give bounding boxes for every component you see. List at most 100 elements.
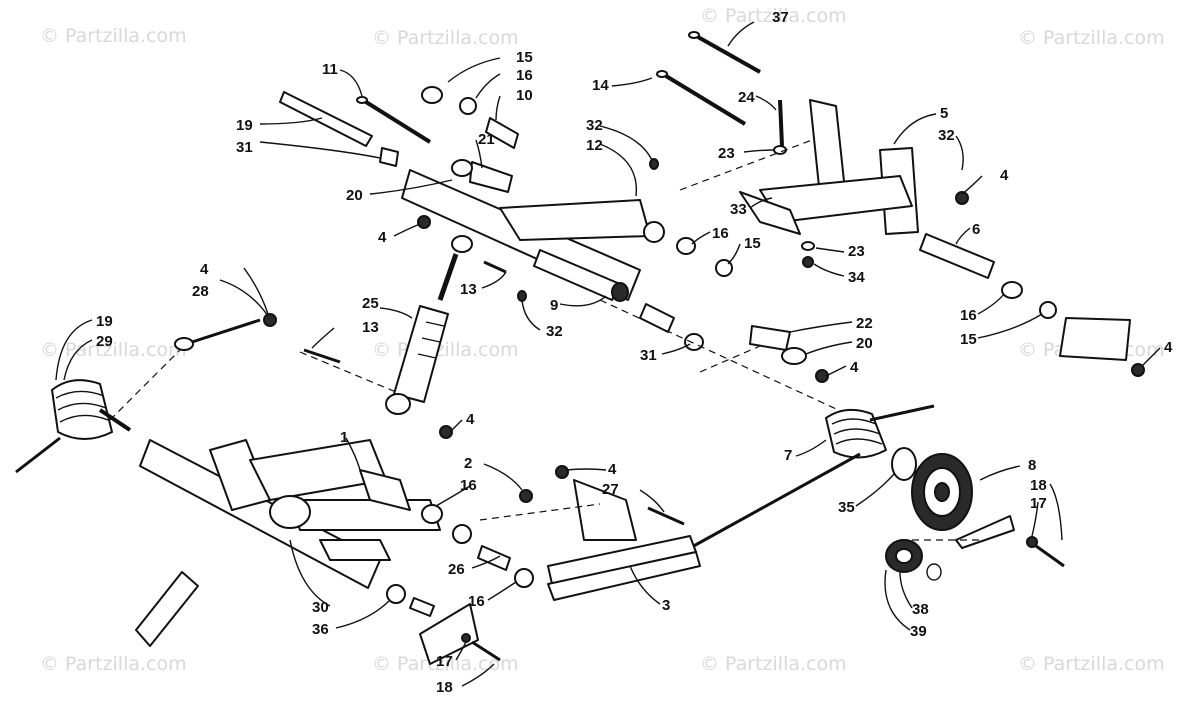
- washers-23-icon: [773, 99, 815, 268]
- bottom-plate-icon: [386, 584, 501, 665]
- bolt-14-icon: [656, 70, 747, 126]
- callout-17: 17: [436, 653, 453, 670]
- watermark: © Partzilla.com: [372, 339, 519, 361]
- front-bracket-icon: [135, 571, 199, 647]
- callout-33: 33: [730, 201, 747, 218]
- front-arm-bracket-icon: [739, 99, 919, 235]
- callout-7: 7: [784, 447, 792, 464]
- callout-10: 10: [516, 87, 533, 104]
- watermark: © Partzilla.com: [40, 25, 187, 47]
- bolt-11-icon: [356, 96, 432, 144]
- callout-16: 16: [468, 593, 485, 610]
- callout-11: 11: [322, 61, 338, 78]
- callout-35: 35: [838, 499, 855, 516]
- small-hardware-icon: [263, 158, 1145, 439]
- spacers-front-icon: [421, 489, 534, 588]
- callout-16: 16: [712, 225, 729, 242]
- callout-20: 20: [346, 187, 363, 204]
- callout-21: 21: [478, 131, 495, 148]
- bearing-39-icon: [885, 539, 942, 581]
- callout-15: 15: [744, 235, 761, 252]
- callout-24: 24: [738, 89, 755, 106]
- bushing-31-icon: [379, 147, 399, 167]
- watermark: © Partzilla.com: [372, 653, 519, 675]
- callout-31: 31: [236, 139, 253, 156]
- callout-4: 4: [378, 229, 387, 246]
- spacers-top-icon: [421, 86, 519, 149]
- shock-absorber-icon: [385, 235, 473, 415]
- plate-17-icon: [955, 515, 1065, 568]
- watermark: © Partzilla.com: [1018, 653, 1165, 675]
- callout-19: 19: [96, 313, 113, 330]
- callout-23: 23: [848, 243, 865, 260]
- assembly-lines: [109, 139, 980, 541]
- callout-14: 14: [592, 77, 609, 94]
- callout-32: 32: [938, 127, 955, 144]
- callout-26: 26: [448, 561, 465, 578]
- rail-bracket-icon: [547, 465, 701, 601]
- parts: [15, 31, 1145, 665]
- callout-25: 25: [362, 295, 379, 312]
- callout-12: 12: [586, 137, 603, 154]
- callout-34: 34: [848, 269, 865, 286]
- callout-16: 16: [460, 477, 477, 494]
- bolt-37-icon: [688, 31, 761, 74]
- callout-2: 2: [464, 455, 472, 472]
- callout-32: 32: [546, 323, 563, 340]
- callouts: 37 15 16 10 11 14 24 5 32 19 31 21 32 12…: [96, 9, 1173, 696]
- callout-6: 6: [972, 221, 980, 238]
- callout-4: 4: [850, 359, 859, 376]
- spacers-middle-icon: [643, 221, 733, 277]
- callout-1: 1: [340, 429, 348, 446]
- callout-32: 32: [586, 117, 603, 134]
- callout-28: 28: [192, 283, 209, 300]
- watermark: © Partzilla.com: [700, 653, 847, 675]
- callout-15: 15: [960, 331, 977, 348]
- leader-lines: [55, 21, 1161, 687]
- callout-16: 16: [960, 307, 977, 324]
- callout-20: 20: [856, 335, 873, 352]
- callout-16: 16: [516, 67, 533, 84]
- callout-23: 23: [718, 145, 735, 162]
- callout-4: 4: [1164, 339, 1173, 356]
- callout-18: 18: [1030, 477, 1047, 494]
- watermark: © Partzilla.com: [40, 339, 187, 361]
- spacers-right-icon: [1001, 281, 1131, 361]
- callout-13: 13: [460, 281, 477, 298]
- bushing-31-middle-icon: [639, 303, 704, 351]
- rear-axle-line-icon: [599, 299, 861, 421]
- callout-37: 37: [772, 9, 789, 26]
- watermark: © Partzilla.com: [1018, 27, 1165, 49]
- rear-cross-shaft-icon: [401, 159, 651, 302]
- callout-3: 3: [662, 597, 670, 614]
- callout-22: 22: [856, 315, 873, 332]
- watermark: © Partzilla.com: [40, 653, 187, 675]
- callout-18: 18: [436, 679, 453, 696]
- callout-39: 39: [910, 623, 927, 640]
- callout-8: 8: [1028, 457, 1036, 474]
- callout-5: 5: [940, 105, 948, 122]
- shaft-6-icon: [919, 233, 995, 279]
- idler-wheel-icon: [891, 447, 973, 531]
- callout-15: 15: [516, 49, 533, 66]
- watermark: © Partzilla.com: [372, 27, 519, 49]
- callout-31: 31: [640, 347, 657, 364]
- callout-30: 30: [312, 599, 329, 616]
- callout-38: 38: [912, 601, 929, 618]
- watermark: © Partzilla.com: [700, 5, 847, 27]
- spring-7-icon: [689, 404, 935, 550]
- callout-36: 36: [312, 621, 329, 638]
- callout-4: 4: [1000, 167, 1009, 184]
- callout-19: 19: [236, 117, 253, 134]
- callout-29: 29: [96, 333, 113, 350]
- eye-bolt-28-icon: [174, 318, 261, 351]
- callout-9: 9: [550, 297, 558, 314]
- front-arm-assembly-icon: [139, 439, 441, 589]
- callout-4: 4: [200, 261, 209, 278]
- callout-4: 4: [466, 411, 475, 428]
- callout-4: 4: [608, 461, 617, 478]
- callout-27: 27: [602, 481, 619, 498]
- callout-17: 17: [1030, 495, 1047, 512]
- callout-13: 13: [362, 319, 379, 336]
